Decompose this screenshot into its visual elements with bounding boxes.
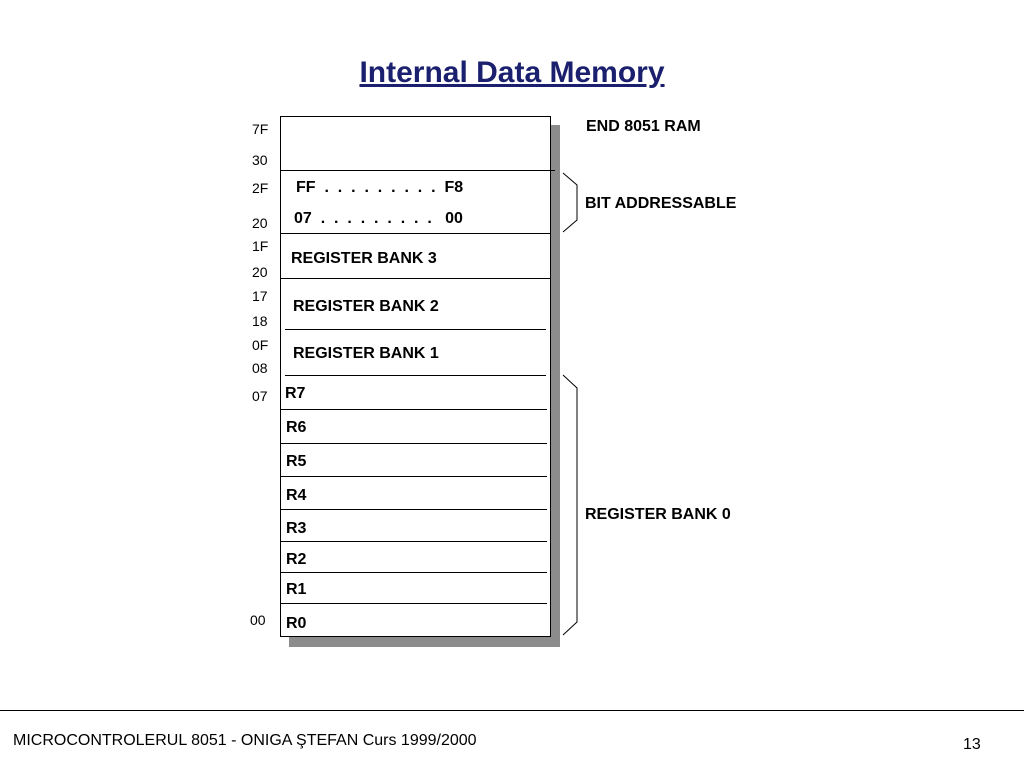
address-label: 18 — [252, 313, 268, 329]
address-label: 07 — [252, 388, 268, 404]
footer-divider — [0, 710, 1024, 711]
register-bank-1-label: REGISTER BANK 1 — [293, 345, 439, 362]
end-ram-label: END 8051 RAM — [586, 118, 701, 135]
register-bank-0-label: REGISTER BANK 0 — [585, 506, 731, 523]
register-label: R0 — [286, 615, 307, 632]
address-label: 08 — [252, 360, 268, 376]
divider — [285, 375, 546, 376]
divider — [281, 476, 547, 477]
register-label: R1 — [286, 581, 307, 598]
address-label: 7F — [252, 121, 269, 137]
bit-addressable-bracket — [562, 172, 578, 233]
address-label: 1F — [252, 238, 269, 254]
address-label: 30 — [252, 152, 268, 168]
divider — [281, 409, 547, 410]
address-label: 17 — [252, 288, 268, 304]
divider — [281, 541, 547, 542]
memory-map: FF . . . . . . . . . F8 07 . . . . . . .… — [280, 116, 555, 637]
divider — [281, 572, 547, 573]
register-label: R2 — [286, 551, 307, 568]
divider — [285, 329, 546, 330]
divider — [281, 233, 550, 234]
address-label: 00 — [250, 612, 266, 628]
bit-addressable-label: BIT ADDRESSABLE — [585, 195, 737, 212]
register-bank-0-bracket — [562, 374, 578, 636]
divider — [281, 443, 547, 444]
register-label: R5 — [286, 453, 307, 470]
address-label: 20 — [252, 215, 268, 231]
divider — [281, 603, 547, 604]
page-number: 13 — [963, 736, 981, 753]
register-bank-2-label: REGISTER BANK 2 — [293, 298, 439, 315]
footer-text: MICROCONTROLERUL 8051 - ONIGA ŞTEFAN Cur… — [13, 732, 477, 749]
divider — [281, 170, 555, 171]
register-label: R6 — [286, 419, 307, 436]
register-bank-3-label: REGISTER BANK 3 — [291, 250, 437, 267]
address-label: 20 — [252, 264, 268, 280]
divider — [281, 278, 550, 279]
register-label: R7 — [285, 385, 306, 402]
bit-row-high: FF . . . . . . . . . F8 — [296, 179, 464, 196]
register-label: R3 — [286, 520, 307, 537]
page-title: Internal Data Memory — [359, 56, 665, 89]
divider — [281, 509, 547, 510]
address-label: 0F — [252, 337, 269, 353]
address-label: 2F — [252, 180, 269, 196]
bit-row-low: 07 . . . . . . . . . 00 — [294, 210, 463, 227]
register-label: R4 — [286, 487, 307, 504]
